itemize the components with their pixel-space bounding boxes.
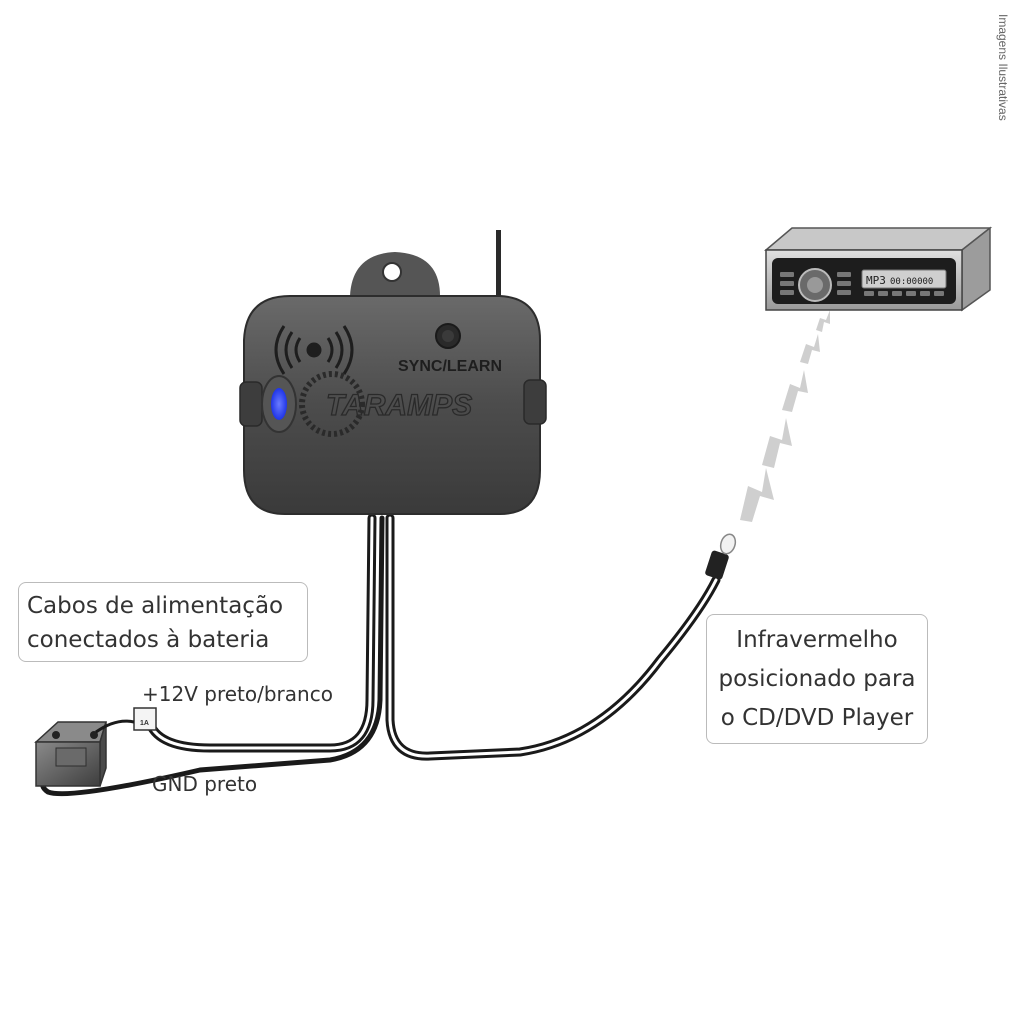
right-clip <box>523 379 547 425</box>
fuse-label: 1A <box>140 720 149 727</box>
brand-gear-icon <box>299 371 365 437</box>
player-buttons <box>780 272 944 296</box>
brand-logo: TARAMPS <box>326 389 472 422</box>
battery: 1A <box>34 707 157 787</box>
ir-wire <box>385 513 721 761</box>
display-digits: 00:00000 <box>890 277 933 287</box>
watermark-text: Imagens Ilustrativas <box>996 14 1010 121</box>
positive-terminal <box>90 731 98 739</box>
ir-callout-line2: posicionado para <box>718 666 916 692</box>
receiver-module: SYNC/LEARN TARAMPS <box>239 252 547 515</box>
ir-callout: Infravermelho posicionado para o CD/DVD … <box>706 614 928 744</box>
volume-knob-center <box>807 277 823 293</box>
negative-terminal <box>52 731 60 739</box>
ir-callout-line1: Infravermelho <box>736 627 898 653</box>
mounting-hole <box>382 262 402 282</box>
fuse-wire <box>95 719 135 734</box>
antenna <box>496 230 501 300</box>
display-mp3: MP3 <box>866 274 886 287</box>
battery-label-plate <box>55 747 87 767</box>
wireless-signal-icon <box>274 325 354 375</box>
ir-signal-arrows <box>740 310 830 522</box>
positive-wire <box>145 513 377 753</box>
battery-callout-line1: Cabos de alimentação <box>27 593 284 619</box>
battery-callout: Cabos de alimentação conectados à bateri… <box>18 582 308 662</box>
ir-callout-line3: o CD/DVD Player <box>720 705 914 731</box>
player-display <box>861 269 947 289</box>
sync-learn-label: SYNC/LEARN <box>398 358 502 375</box>
ground-wire-label: GND preto <box>152 772 258 796</box>
left-clip <box>239 381 263 427</box>
cd-dvd-player: MP3 00:00000 <box>763 226 993 312</box>
sync-learn-button-cap <box>442 330 454 342</box>
battery-callout-line2: conectados à bateria <box>27 627 270 653</box>
positive-wire-label: +12V preto/branco <box>142 682 333 706</box>
ir-emitter <box>705 533 737 580</box>
status-led <box>271 388 287 420</box>
fuse-holder <box>133 707 157 731</box>
